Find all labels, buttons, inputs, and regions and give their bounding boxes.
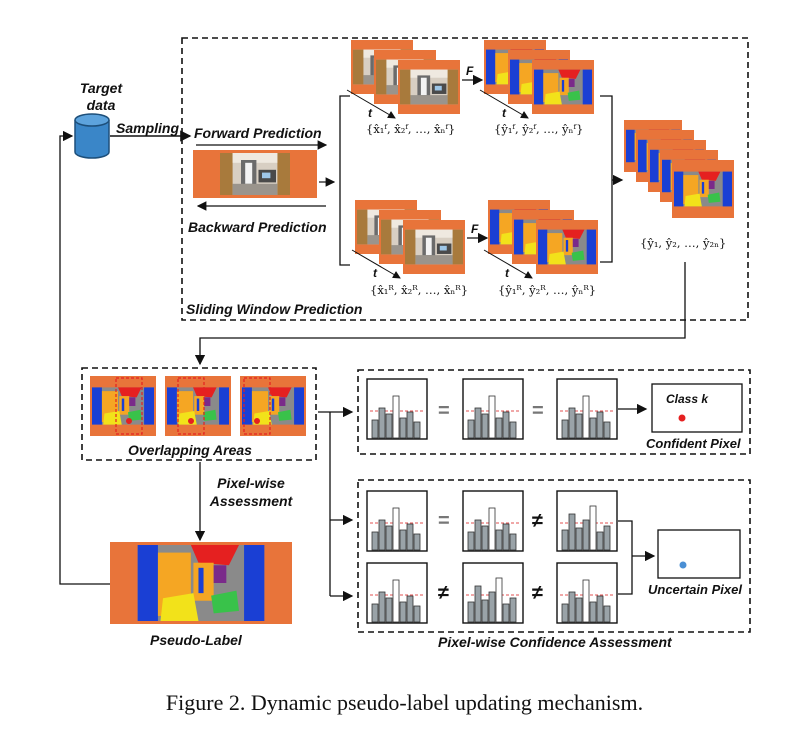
forward-inputs-set: {x̂₁ᶠ, x̂₂ᶠ, …, x̂ₙᶠ} — [366, 122, 456, 136]
t-axis-forward — [346, 89, 396, 119]
uncertain-box — [357, 479, 751, 633]
sliding-window-label: Sliding Window Prediction — [186, 301, 363, 317]
neq-op-u3: ≠ — [532, 582, 543, 604]
reverse-inputs-set: {x̂₁ᴿ, x̂₂ᴿ, …, x̂ₙᴿ} — [370, 283, 469, 297]
input-panorama — [193, 150, 317, 198]
eq-op-u1: = — [438, 510, 450, 532]
confident-dot — [678, 414, 686, 422]
t-label-4: t — [505, 266, 509, 280]
reverse-output-segs — [488, 200, 598, 274]
hist-uncertain-2c — [556, 562, 618, 624]
pseudo-label-map — [110, 542, 292, 624]
neq-op-u2: ≠ — [438, 582, 449, 604]
eq-op-c1: = — [438, 400, 450, 422]
hist-uncertain-2a — [366, 562, 428, 624]
outputs-to-overlap-arrow — [194, 262, 686, 366]
forward-input-frames — [351, 40, 460, 114]
hist-confident-2 — [462, 378, 524, 440]
neq-op-u1: ≠ — [532, 510, 543, 532]
hist-confident-1 — [366, 378, 428, 440]
uncertain-merge-bracket — [618, 520, 633, 595]
hist-uncertain-2b — [462, 562, 524, 624]
overlapping-areas-label: Overlapping Areas — [128, 442, 252, 458]
uncertain-pixel-box — [657, 529, 741, 579]
hist-uncertain-1a — [366, 490, 428, 552]
t-label-3: t — [373, 266, 377, 280]
all-outputs-set: {ŷ₁, ŷ₂, …, ŷ₂ₙ} — [640, 236, 727, 250]
figure-caption: Figure 2. Dynamic pseudo-label updating … — [165, 690, 644, 715]
all-output-segs — [624, 120, 734, 218]
overlap-seg-3 — [240, 376, 306, 436]
uncertain-dot — [679, 561, 687, 569]
pixel-wise-assessment-label: Pixel-wise Assessment — [209, 475, 293, 509]
database-icon — [74, 113, 110, 159]
overlapping-areas-box — [81, 367, 317, 461]
sliding-window-box — [181, 37, 749, 321]
split-bracket — [339, 95, 350, 266]
t-label-1: t — [368, 106, 372, 120]
target-data-label: Target data — [79, 80, 123, 113]
reverse-outputs-set: {ŷ₁ᴿ, ŷ₂ᴿ, …, ŷₙᴿ} — [498, 283, 597, 297]
hist-uncertain-1b — [462, 490, 524, 552]
confident-pixel-label: Confident Pixel — [646, 436, 741, 451]
forward-prediction-label: Forward Prediction — [194, 125, 322, 141]
forward-outputs-set: {ŷ₁ᶠ, ŷ₂ᶠ, …, ŷₙᶠ} — [494, 122, 584, 136]
overlap-seg-1 — [90, 376, 156, 436]
feedback-arrow — [59, 130, 110, 585]
hist-confident-3 — [556, 378, 618, 440]
t-axis-forward-out — [479, 89, 529, 119]
confident-pixel-box — [651, 383, 743, 433]
t-axis-reverse — [351, 249, 401, 279]
reverse-input-frames — [355, 200, 465, 274]
t-axis-reverse-out — [483, 249, 533, 279]
uncertain-pixel-label: Uncertain Pixel — [648, 582, 742, 597]
f-label-top: F — [466, 64, 474, 78]
sampling-label: Sampling — [116, 120, 180, 136]
confident-box — [357, 369, 751, 455]
eq-op-c2: = — [532, 400, 544, 422]
hist-uncertain-1c — [556, 490, 618, 552]
pixel-wise-confidence-label: Pixel-wise Confidence Assessment — [438, 634, 672, 650]
t-label-2: t — [502, 106, 506, 120]
overlap-seg-2 — [165, 376, 231, 436]
merge-bracket — [600, 95, 613, 263]
pseudo-label-label: Pseudo-Label — [150, 632, 242, 648]
f-label-bottom: F — [471, 222, 479, 236]
forward-output-segs — [484, 40, 594, 114]
class-k-label: Class k — [666, 392, 709, 406]
backward-prediction-label: Backward Prediction — [188, 219, 327, 235]
